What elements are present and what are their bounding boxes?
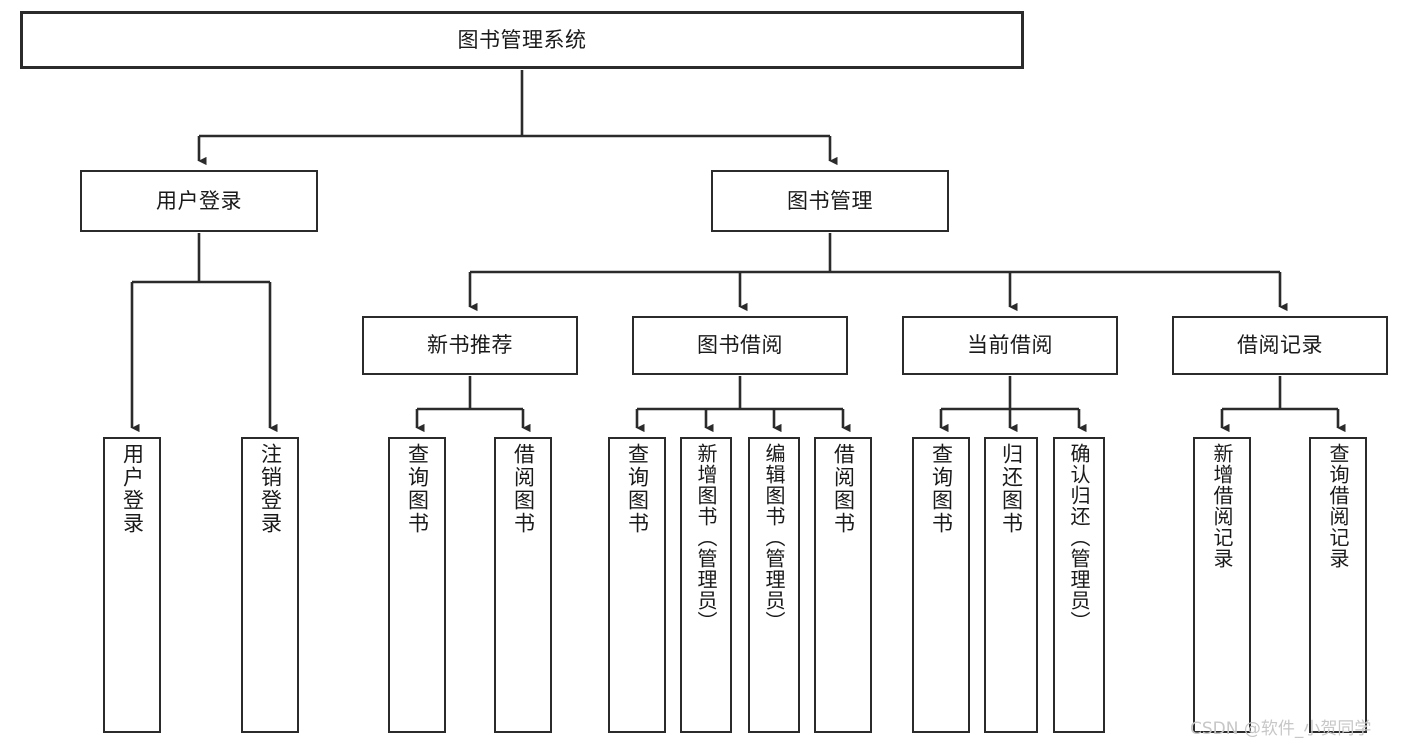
node-leaf-query-book-2-label: 查询图书 — [625, 443, 650, 535]
node-leaf-query-book-3-label: 查询图书 — [929, 443, 954, 535]
node-leaf-confirm-return-label: 确认归还（管理员） — [1067, 443, 1091, 632]
node-new-book-recommend[interactable]: 新书推荐 — [362, 316, 578, 375]
node-book-management-label: 图书管理 — [787, 188, 873, 213]
node-borrow-record[interactable]: 借阅记录 — [1172, 316, 1388, 375]
node-leaf-add-book[interactable]: 新增图书（管理员） — [680, 437, 732, 733]
node-leaf-query-record-label: 查询借阅记录 — [1326, 443, 1350, 569]
node-leaf-add-book-label: 新增图书（管理员） — [694, 443, 718, 632]
node-leaf-query-book-2[interactable]: 查询图书 — [608, 437, 666, 733]
node-borrow-record-label: 借阅记录 — [1237, 333, 1323, 358]
node-book-borrow[interactable]: 图书借阅 — [632, 316, 848, 375]
node-book-borrow-label: 图书借阅 — [697, 333, 783, 358]
node-leaf-borrow-book-1-label: 借阅图书 — [511, 443, 536, 535]
node-leaf-edit-book-label: 编辑图书（管理员） — [762, 443, 786, 632]
node-leaf-user-login[interactable]: 用户登录 — [103, 437, 161, 733]
node-current-borrow-label: 当前借阅 — [967, 333, 1053, 358]
node-current-borrow[interactable]: 当前借阅 — [902, 316, 1118, 375]
node-leaf-logout-login[interactable]: 注销登录 — [241, 437, 299, 733]
node-user-login-label: 用户登录 — [156, 188, 242, 213]
node-leaf-query-book-1[interactable]: 查询图书 — [388, 437, 446, 733]
node-leaf-query-record[interactable]: 查询借阅记录 — [1309, 437, 1367, 733]
node-new-book-recommend-label: 新书推荐 — [427, 333, 513, 358]
node-leaf-borrow-book-2[interactable]: 借阅图书 — [814, 437, 872, 733]
watermark-text: CSDN @软件_小贺同学 — [1190, 719, 1372, 739]
node-leaf-query-book-3[interactable]: 查询图书 — [912, 437, 970, 733]
node-leaf-user-login-label: 用户登录 — [120, 443, 145, 535]
node-leaf-confirm-return[interactable]: 确认归还（管理员） — [1053, 437, 1105, 733]
node-leaf-query-book-1-label: 查询图书 — [405, 443, 430, 535]
node-leaf-add-record[interactable]: 新增借阅记录 — [1193, 437, 1251, 733]
node-leaf-borrow-book-1[interactable]: 借阅图书 — [494, 437, 552, 733]
node-leaf-return-book-label: 归还图书 — [999, 443, 1024, 535]
node-book-management[interactable]: 图书管理 — [711, 170, 949, 232]
node-leaf-edit-book[interactable]: 编辑图书（管理员） — [748, 437, 800, 733]
node-root-label: 图书管理系统 — [457, 27, 587, 52]
node-leaf-borrow-book-2-label: 借阅图书 — [831, 443, 856, 535]
node-user-login[interactable]: 用户登录 — [80, 170, 318, 232]
node-root[interactable]: 图书管理系统 — [20, 11, 1024, 69]
node-leaf-return-book[interactable]: 归还图书 — [984, 437, 1038, 733]
node-leaf-logout-login-label: 注销登录 — [258, 443, 283, 535]
node-leaf-add-record-label: 新增借阅记录 — [1210, 443, 1234, 569]
